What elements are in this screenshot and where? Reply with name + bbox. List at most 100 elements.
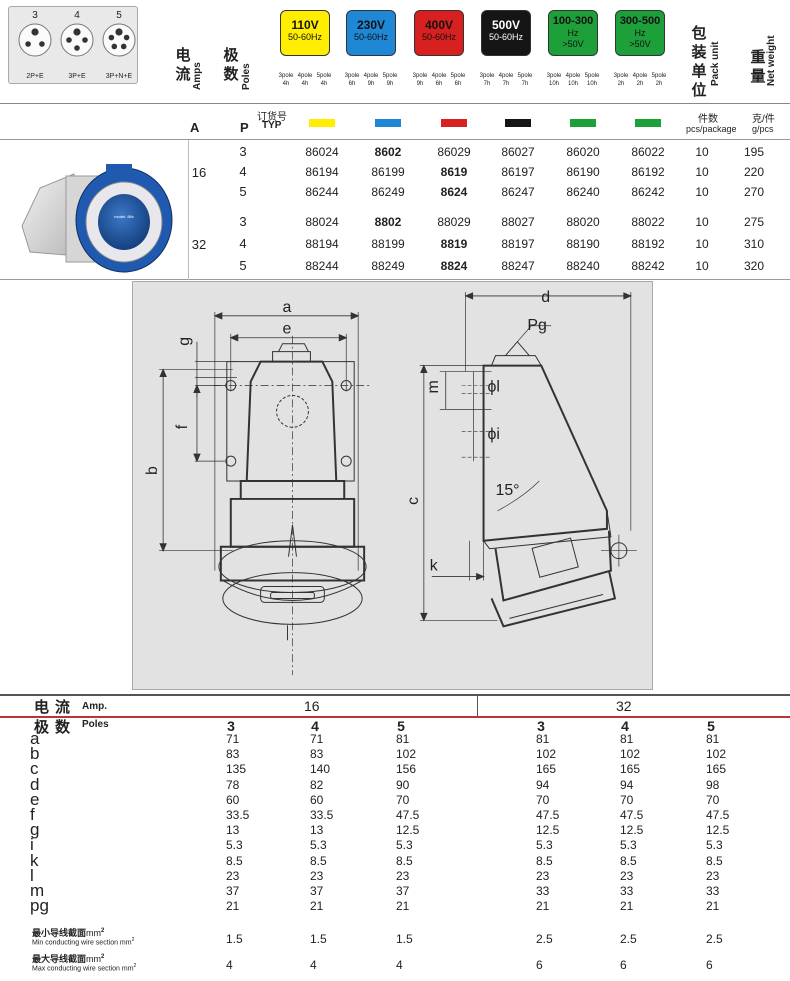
order-weight: 270 xyxy=(743,185,765,199)
dim-value: 21 xyxy=(620,899,634,914)
dim-value: 81 xyxy=(536,732,550,746)
order-weight: 275 xyxy=(743,215,765,229)
dim-label-pg: Pg xyxy=(527,317,546,334)
dim-value: 5.3 xyxy=(226,838,243,853)
wire-label-zh: 最大导线截面mm2 xyxy=(32,954,105,964)
order-weight: 320 xyxy=(743,259,765,273)
dim-label-e: e xyxy=(283,321,292,338)
dim-value: 71 xyxy=(226,732,240,746)
dim-key: a xyxy=(30,729,40,748)
dim-value: 47.5 xyxy=(706,808,730,822)
order-code: 8602 xyxy=(374,145,402,159)
dim-value: 71 xyxy=(310,732,324,746)
dim-label-d: d xyxy=(541,289,550,306)
order-weight: 220 xyxy=(743,165,765,179)
order-code: 88197 xyxy=(501,237,535,251)
dim-value: 12.5 xyxy=(706,823,730,838)
pole-clock-hour: 2h xyxy=(617,81,625,87)
order-pack-count: 10 xyxy=(695,145,709,159)
pole-clock-hour: 10h xyxy=(548,81,559,87)
dim-key: m xyxy=(30,881,45,900)
voltage-value: 230V xyxy=(356,18,386,32)
order-code: 88190 xyxy=(566,237,600,251)
dim-value: 8.5 xyxy=(226,853,243,868)
order-code: 86240 xyxy=(566,185,600,199)
dims-pole-header: 5 xyxy=(707,718,715,734)
dim-label-f: f xyxy=(174,424,191,429)
header-typ-zh: 订货号 xyxy=(257,112,287,123)
order-code: 88027 xyxy=(501,215,535,229)
voltage-frequency: 50-60Hz xyxy=(353,32,389,42)
dim-value: 81 xyxy=(396,732,410,746)
net-weight-label-zh: 重量 xyxy=(750,49,766,85)
wire-section-value: 4 xyxy=(226,958,233,972)
order-code: 8819 xyxy=(440,237,468,251)
dim-value: 78 xyxy=(226,777,240,792)
dim-value: 47.5 xyxy=(536,808,560,822)
order-code: 86022 xyxy=(631,145,665,159)
pole-count: 3pole xyxy=(278,73,294,79)
order-pole: 5 xyxy=(239,258,247,273)
dim-value: 5.3 xyxy=(706,838,723,853)
dim-value: 23 xyxy=(310,868,324,883)
order-code: 88242 xyxy=(631,259,665,273)
pole-count: 3pole xyxy=(344,73,360,79)
order-pole: 3 xyxy=(239,144,247,159)
dim-value: 37 xyxy=(226,884,240,898)
pole-count: 3pole xyxy=(546,73,562,79)
order-code: 86024 xyxy=(305,145,339,159)
header-poles: P xyxy=(240,120,249,135)
dim-value: 60 xyxy=(226,792,240,807)
dims-pole-header: 3 xyxy=(537,718,545,734)
dim-value: 82 xyxy=(310,777,324,792)
pole-count: 3pole xyxy=(412,73,428,79)
dim-value: 23 xyxy=(396,868,410,883)
dim-key: k xyxy=(30,850,39,870)
pole-clock-hour: 9h xyxy=(386,81,394,87)
dims-amp-16: 16 xyxy=(304,698,320,714)
pole-count: 5pole xyxy=(517,73,533,79)
order-weight: 310 xyxy=(743,237,765,251)
dim-value: 102 xyxy=(536,747,557,762)
voltage-value: 100-300 xyxy=(552,15,594,27)
dim-label-g: g xyxy=(176,337,193,346)
pole-count: 4pole xyxy=(431,73,447,79)
amps-label-zh: 电流 xyxy=(175,47,191,83)
order-pack-count: 10 xyxy=(695,259,709,273)
pole-clock-hour: 7h xyxy=(502,81,510,87)
order-pole: 3 xyxy=(239,214,247,229)
order-code: 88240 xyxy=(566,259,600,273)
dims-pole-zh: 极数 xyxy=(34,719,77,736)
header-weight-en: g/pcs xyxy=(752,124,774,134)
order-code: 88020 xyxy=(566,215,600,229)
dim-value: 81 xyxy=(706,732,720,746)
pole-clock-hour: 6h xyxy=(454,81,462,87)
dim-value: 140 xyxy=(310,762,331,777)
voltage-frequency: Hz xyxy=(634,28,646,38)
dim-value: 12.5 xyxy=(536,823,560,838)
wire-section-value: 1.5 xyxy=(310,932,327,946)
header-pack-en: pcs/package xyxy=(686,124,737,134)
dim-value: 33.5 xyxy=(226,808,250,822)
order-code: 88192 xyxy=(631,237,665,251)
dim-value: 5.3 xyxy=(310,838,327,853)
dim-label-m: m xyxy=(425,380,442,393)
pole-count: 5pole xyxy=(316,73,332,79)
socket-face-icon xyxy=(18,23,52,57)
wire-label-en: Min conducting wire section mm2 xyxy=(32,937,135,947)
dim-value: 98 xyxy=(706,777,720,792)
pole-count: 3pole xyxy=(613,73,629,79)
header-weight-zh: 克/件 xyxy=(752,114,775,125)
pin-number: 4 xyxy=(74,10,80,21)
